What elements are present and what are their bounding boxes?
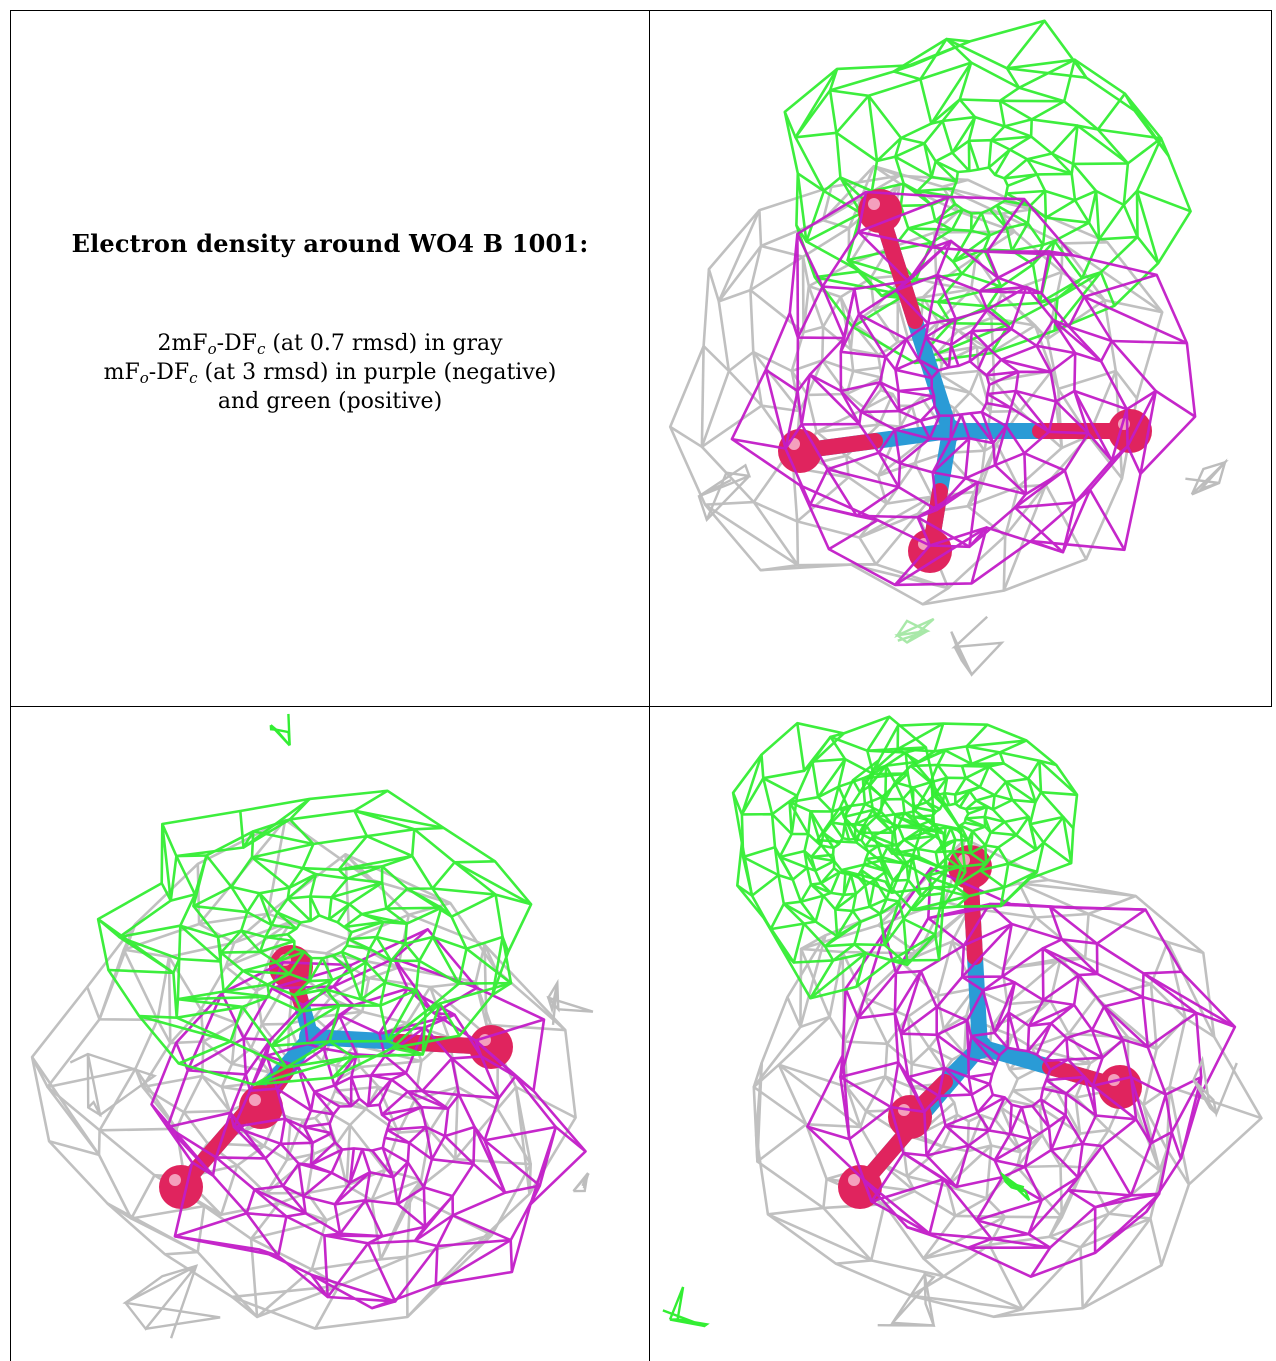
green-fragment <box>662 1286 710 1328</box>
gray-fragment <box>1192 1055 1238 1118</box>
gray-mesh <box>752 837 1263 1319</box>
caption-legend: 2mFo-DFc (at 0.7 rmsd) in gray mFo-DFc (… <box>11 329 649 416</box>
table-border-left <box>10 10 11 1361</box>
caption-line-fofc: mFo-DFc (at 3 rmsd) in purple (negative) <box>103 360 557 387</box>
green-mesh <box>731 715 967 1000</box>
table-row-divider <box>10 706 1272 707</box>
green-mesh <box>815 722 1079 912</box>
caption-line-2fofc: 2mFo-DFc (at 0.7 rmsd) in gray <box>157 331 503 358</box>
green-fragment <box>894 617 935 644</box>
green-fragment <box>999 1171 1031 1202</box>
green-fragment <box>269 713 291 747</box>
purple-mesh <box>730 190 1197 587</box>
gray-fragment <box>697 463 752 523</box>
density-render <box>668 19 1229 677</box>
gray-fragment <box>69 1052 158 1118</box>
caption-title: Electron density around WO4 B 1001: <box>71 229 589 258</box>
density-view-bottom-right <box>650 707 1276 1361</box>
gray-fragment <box>877 1271 936 1327</box>
purple-mesh <box>150 928 587 1310</box>
density-render <box>662 715 1263 1328</box>
caption-cell: Electron density around WO4 B 1001: 2mFo… <box>11 11 649 705</box>
gray-fragment <box>122 1264 221 1339</box>
table-border-middle <box>649 10 650 1361</box>
gray-fragment <box>546 978 594 1026</box>
table-border-right <box>1271 10 1272 707</box>
gray-fragment <box>950 615 1005 677</box>
gray-fragment <box>1185 458 1229 496</box>
table-border-top <box>10 10 1272 11</box>
caption-line-positive: and green (positive) <box>217 389 443 414</box>
density-render <box>30 713 594 1339</box>
density-view-top-right <box>650 11 1271 706</box>
gray-fragment <box>572 1172 590 1193</box>
green-mesh <box>96 789 533 1086</box>
purple-mesh <box>806 866 1237 1279</box>
density-view-bottom-left <box>11 707 649 1361</box>
